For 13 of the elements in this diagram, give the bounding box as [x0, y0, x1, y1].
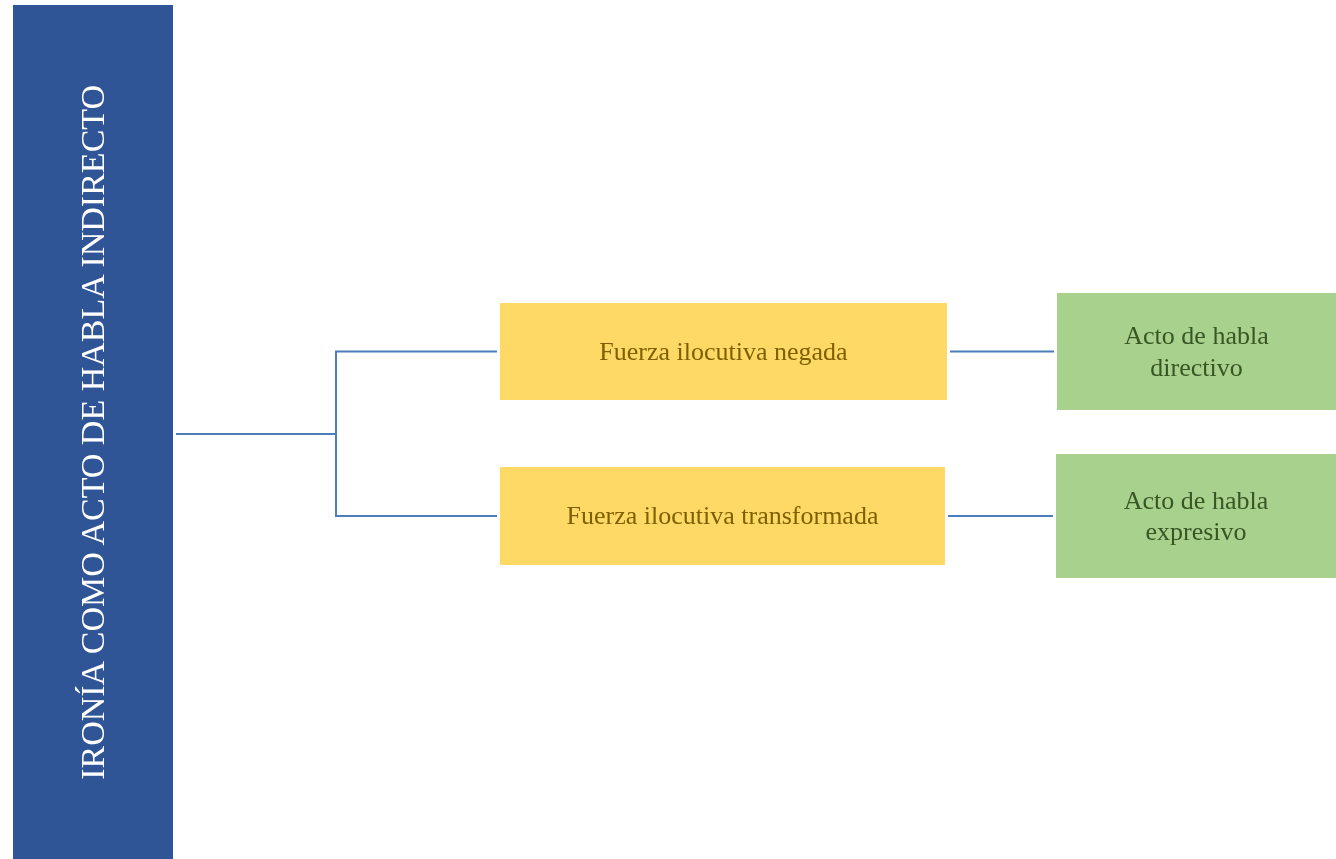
box-label: Acto de habla expresivo — [1122, 484, 1270, 548]
process-box — [500, 467, 945, 565]
connector-line — [949, 350, 1055, 353]
process-box — [500, 303, 947, 400]
result-box — [1056, 454, 1336, 578]
vertical-title: IRONÍA COMO ACTO DE HABLA INDIRECTO — [72, 84, 112, 780]
result-box — [1057, 293, 1336, 410]
box-label: Acto de habla directivo — [1123, 320, 1270, 383]
title-bar — [13, 5, 173, 859]
box-label: Fuerza ilocutiva transformada — [566, 500, 879, 532]
connector-line — [175, 433, 498, 517]
box-label: Fuerza ilocutiva negada — [599, 335, 848, 368]
connector-line — [947, 515, 1054, 517]
